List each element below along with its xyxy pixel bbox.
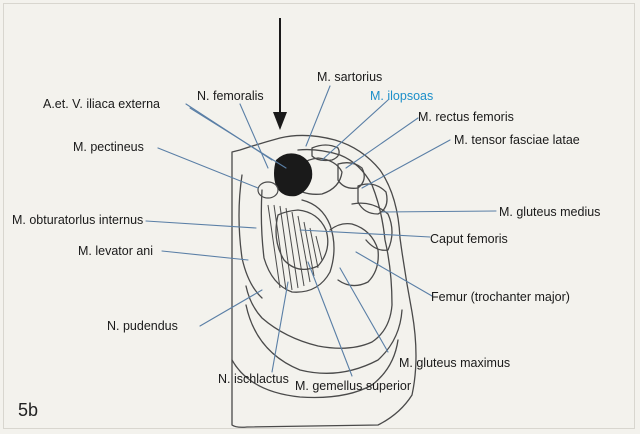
label-caput-femoris: Caput femoris [430,232,508,246]
label-m-sartorius: M. sartorius [317,70,382,84]
acetabulum-rim [261,190,334,292]
leader-gluteus-medius [382,211,496,212]
pectineus-muscle [258,182,278,198]
sartorius-outline [312,145,339,161]
leader-ilopsoas [322,100,388,160]
label-m-gemellus-superior: M. gemellus superior [295,379,411,393]
femoral-vessels [274,153,312,196]
label-m-levator-ani: M. levator ani [78,244,153,258]
label-n-ischiadicus: N. ischlactus [218,372,289,386]
label-m-obturatorius-internus: M. obturatorlus internus [12,213,143,227]
label-m-ilopsoas: M. ilopsoas [370,89,433,103]
label-m-tensor-fasciae-latae: M. tensor fasciae latae [454,133,580,147]
label-m-rectus-femoris: M. rectus femoris [418,110,514,124]
direction-arrow [273,18,287,130]
leader-gluteus-maximus [340,268,388,352]
label-n-pudendus: N. pudendus [107,319,178,333]
leader-pudendus [200,290,262,326]
label-a-v-iliaca-externa: A.et. V. iliaca externa [43,97,160,111]
label-m-gluteus-maximus: M. gluteus maximus [399,356,510,370]
label-m-gluteus-medius: M. gluteus medius [499,205,600,219]
leader-femur [356,252,432,296]
leader-levator [162,251,248,260]
figure-number: 5b [18,400,38,421]
label-n-femoralis: N. femoralis [197,89,264,103]
gluteal-layer-outline [246,305,402,373]
leader-pectineus [158,148,258,188]
label-m-pectineus: M. pectineus [73,140,144,154]
leader-rectus [346,118,418,168]
leader-femoralis [240,104,268,168]
leader-gemellus [308,262,352,376]
leader-iliaca-2 [190,108,286,168]
label-femur-trochanter-major: Femur (trochanter major) [431,290,570,304]
